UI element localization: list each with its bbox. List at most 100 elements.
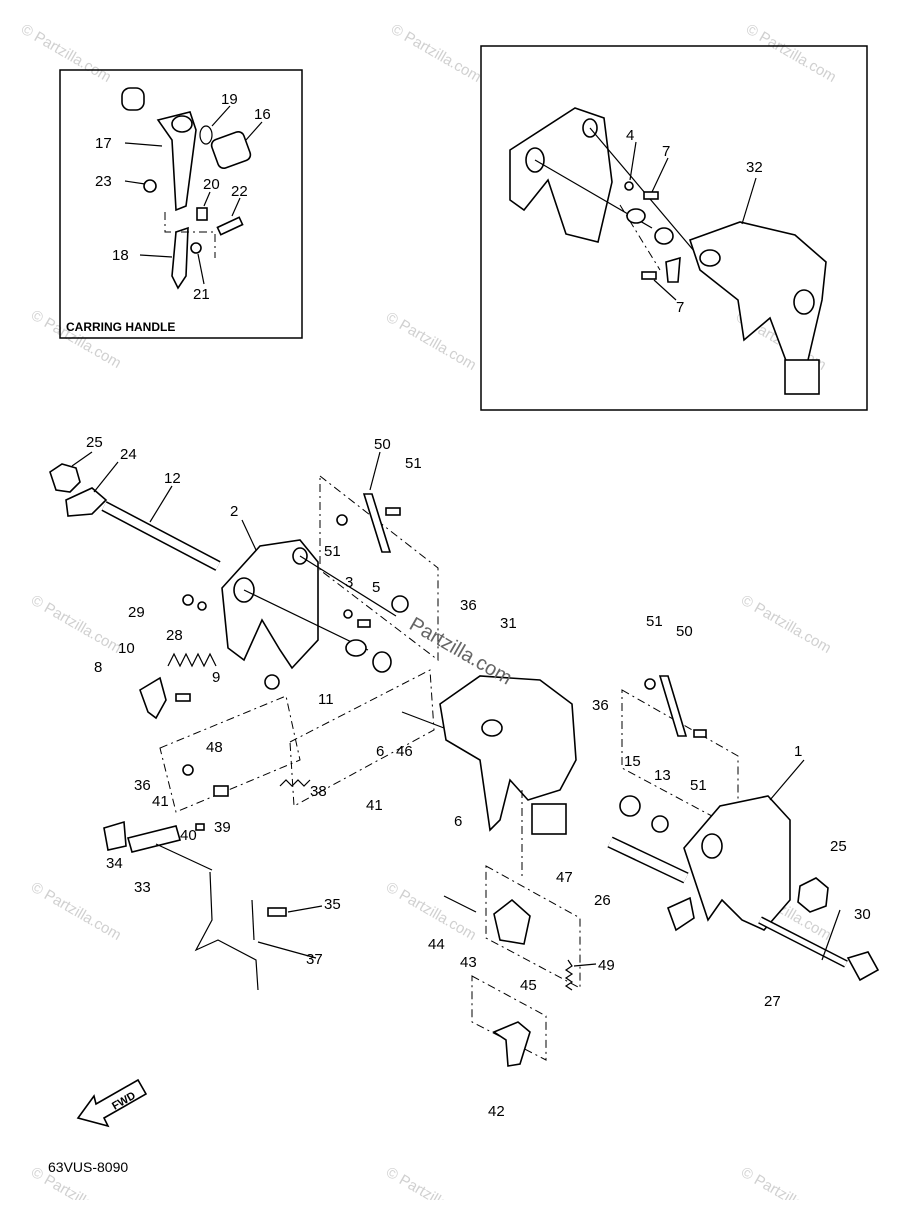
bracket-43	[493, 898, 531, 945]
part-label: 44	[428, 936, 445, 953]
part-label: 41	[366, 797, 383, 814]
part-label: 32	[746, 159, 763, 176]
part-label: 48	[206, 739, 223, 756]
part-label: 45	[520, 977, 537, 994]
leader	[369, 451, 381, 491]
part-label: 50	[676, 623, 693, 640]
spring	[279, 779, 311, 787]
leader	[629, 141, 637, 181]
pin	[195, 823, 205, 831]
leader-dash	[619, 204, 661, 271]
leader	[124, 180, 146, 185]
part-label: 7	[676, 299, 684, 316]
plate	[362, 493, 392, 553]
handle-cap	[121, 87, 145, 111]
watermark: © Partzilla.com	[738, 592, 834, 657]
bracket-hole	[701, 833, 723, 859]
leader	[197, 253, 205, 285]
watermark: © Partzilla.com	[738, 1164, 834, 1200]
leader	[573, 963, 597, 967]
leader	[241, 519, 257, 551]
swivel-tube	[531, 803, 567, 835]
frame-dash	[471, 975, 547, 1061]
handle-arm	[156, 111, 197, 212]
part-label: 50	[374, 436, 391, 453]
washer-large	[345, 639, 367, 657]
rubber-cap	[103, 820, 127, 851]
part-label: 47	[556, 869, 573, 886]
bracket-plate	[127, 825, 181, 853]
spring-49	[564, 959, 574, 991]
leader	[257, 941, 317, 959]
part-label: 12	[164, 470, 181, 487]
spring	[167, 652, 217, 668]
part-label: 36	[460, 597, 477, 614]
leader	[71, 451, 93, 467]
part-label: 5	[372, 579, 380, 596]
screw-head	[336, 514, 348, 526]
part-label: 8	[94, 659, 102, 676]
part-label: 40	[180, 827, 197, 844]
part-label: 35	[324, 896, 341, 913]
part-label: 11	[318, 691, 334, 708]
leader	[93, 461, 119, 493]
watermark: © Partzilla.com	[383, 309, 479, 374]
screw	[385, 507, 401, 516]
swivel-bracket-center	[439, 675, 577, 832]
part-label: 30	[854, 906, 871, 923]
washer	[651, 815, 669, 833]
part-label: 20	[203, 176, 220, 193]
swivel-tube	[784, 359, 820, 395]
bushing	[654, 227, 674, 245]
inset-frame	[59, 69, 303, 339]
washer	[190, 242, 202, 254]
part-label: 25	[86, 434, 103, 451]
frame-dash	[485, 865, 581, 989]
lever	[139, 676, 167, 720]
lever	[666, 896, 695, 932]
frame-dash	[159, 695, 301, 813]
part-label: 31	[500, 615, 517, 632]
screw	[641, 271, 657, 280]
part-label: 7	[662, 143, 670, 160]
direction-arrow-icon	[76, 1078, 148, 1128]
part-label: 46	[396, 743, 413, 760]
bracket-hole	[699, 249, 721, 267]
part-label: 10	[118, 640, 135, 657]
watermark: © Partzilla.com	[383, 1164, 479, 1200]
nut	[182, 594, 194, 606]
part-label: 9	[212, 669, 220, 686]
watermark: © Partzilla.com	[383, 879, 479, 944]
bushing	[391, 595, 409, 613]
adjust-rod-fill	[758, 917, 848, 967]
leader	[139, 254, 173, 258]
inset-carrying-handle: 19 16 17 23 20 22 18 21 CARRING HANDLE	[59, 69, 303, 339]
screw-head	[182, 764, 194, 776]
part-label: 36	[134, 777, 151, 794]
part-label: 34	[106, 855, 123, 872]
part-label: 18	[112, 247, 129, 264]
bolt	[216, 216, 244, 236]
part-label: 43	[460, 954, 477, 971]
part-label: 38	[310, 783, 327, 800]
inset-frame	[480, 45, 868, 411]
leader	[211, 105, 231, 127]
part-label: 36	[592, 697, 609, 714]
watermark: © Partzilla.com	[28, 307, 124, 372]
through-bolt-fill	[102, 502, 220, 570]
axis-line	[299, 555, 397, 617]
washer	[343, 609, 353, 619]
part-label: 22	[231, 183, 248, 200]
part-label: 41	[152, 793, 169, 810]
part-label: 6	[376, 743, 384, 760]
main-exploded-view: 25 24 12 2 50 51 51 3 5 29 28 36 31 10 8…	[49, 434, 880, 1120]
part-label: 6	[454, 813, 462, 830]
leader	[769, 759, 805, 801]
leader	[231, 197, 241, 217]
part-label: 51	[690, 777, 707, 794]
screw	[643, 191, 659, 200]
part-label: 24	[120, 446, 137, 463]
part-label: 51	[405, 455, 422, 472]
